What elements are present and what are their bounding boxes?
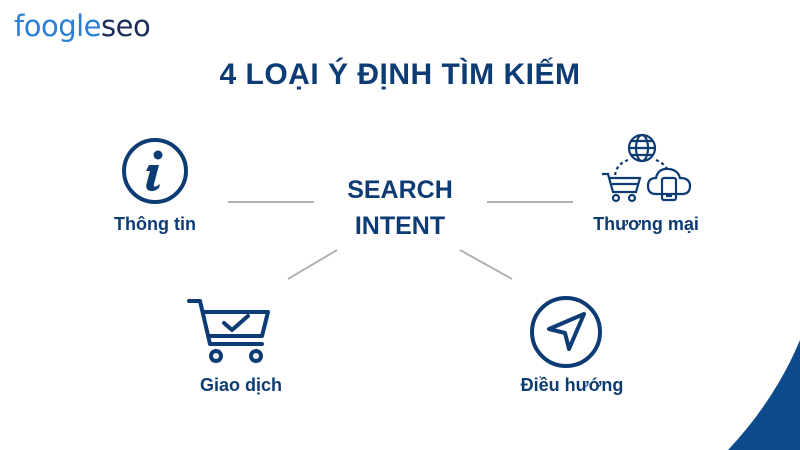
page-title: 4 LOẠI Ý ĐỊNH TÌM KIẾM xyxy=(219,58,581,91)
globe-cart-cloud-icon xyxy=(602,133,692,203)
intent-label-info: Thông tin xyxy=(114,214,196,234)
connector-transactional xyxy=(287,249,338,280)
central-topic: SEARCH INTENT xyxy=(300,172,500,244)
navigation-arrow-icon xyxy=(530,296,602,368)
connector-navigational xyxy=(459,249,513,280)
center-line-1: SEARCH xyxy=(347,176,453,204)
logo-text-part2: seo xyxy=(101,9,151,43)
info-icon xyxy=(122,138,188,204)
logo-text-part1: foogle xyxy=(14,9,102,43)
intent-label-navigational: Điều hướng xyxy=(520,375,624,395)
intent-label-commercial: Thương mại xyxy=(593,214,699,234)
cart-check-icon xyxy=(187,299,270,363)
center-line-2: INTENT xyxy=(354,212,446,240)
intent-label-transactional: Giao dịch xyxy=(199,375,282,395)
